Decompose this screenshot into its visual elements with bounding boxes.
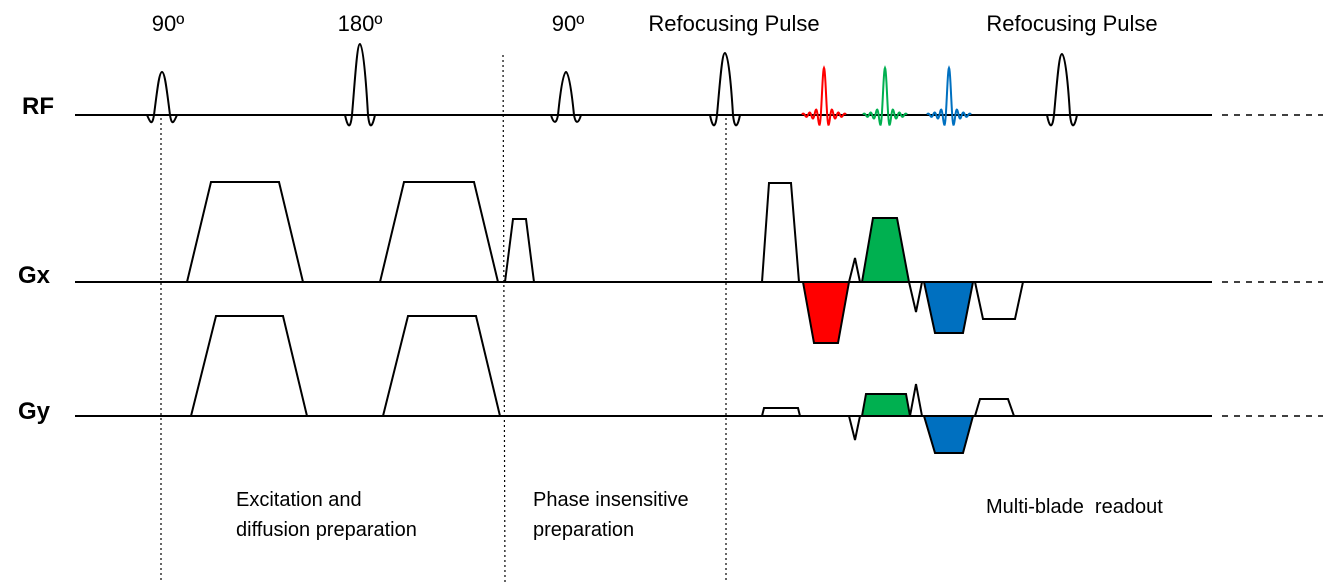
gy-readout-prephase-lobe (760, 407, 802, 417)
phase-section-label-line1: Phase insensitive (533, 489, 689, 511)
excitation-section-label-line1: Excitation and (236, 489, 362, 511)
axis-label-gx: Gx (18, 262, 51, 289)
gx-blade-blue-lobe (922, 281, 975, 334)
gy-blade-green-lobe (860, 393, 912, 417)
pulse-label-180: 180º (338, 11, 383, 36)
gx-spike-2 (908, 281, 923, 313)
phase-section-label-line2: preparation (533, 519, 634, 541)
pulse-label-refocusing-1: Refocusing Pulse (648, 11, 819, 36)
pulse-label-90-2: 90º (552, 11, 585, 36)
gx-diffusion-lobe-1 (185, 181, 305, 283)
gx-spike-1 (848, 257, 861, 283)
rf-pulse-blade-blue (926, 65, 972, 126)
rf-pulse-refocusing-2 (1046, 52, 1078, 127)
gx-phase-prep-lobe (503, 218, 536, 283)
rf-pulse-180 (344, 42, 376, 127)
rf-pulse-blade-red (801, 65, 847, 126)
gx-blade-green-lobe (860, 217, 911, 283)
gy-spike-2 (909, 383, 923, 417)
rf-pulse-blade-green (862, 65, 908, 126)
axis-label-gy: Gy (18, 398, 51, 425)
gx-blade-red-lobe (801, 281, 851, 344)
timing-marker-phase-prep (502, 54, 506, 583)
gx-diffusion-lobe-2 (378, 181, 500, 283)
rf-pulse-refocusing-1 (709, 51, 741, 127)
gy-diffusion-lobe-1 (189, 315, 309, 417)
gy-trailing-lobe (973, 398, 1016, 417)
readout-section-label: Multi-blade readout (986, 496, 1163, 518)
pulse-label-refocusing-2: Refocusing Pulse (986, 11, 1157, 36)
axis-label-rf: RF (22, 93, 54, 120)
pulse-label-90-1: 90º (152, 11, 185, 36)
gx-readout-prephase-lobe (760, 182, 801, 283)
gx-trailing-lobe (973, 281, 1025, 320)
gy-spike-1 (848, 415, 861, 441)
gy-blade-blue-lobe (922, 415, 975, 454)
rf-pulse-90-phase-prep (550, 70, 582, 123)
rf-pulse-90-excitation (146, 70, 178, 124)
excitation-section-label-line2: diffusion preparation (236, 519, 417, 541)
gy-diffusion-lobe-2 (381, 315, 502, 417)
